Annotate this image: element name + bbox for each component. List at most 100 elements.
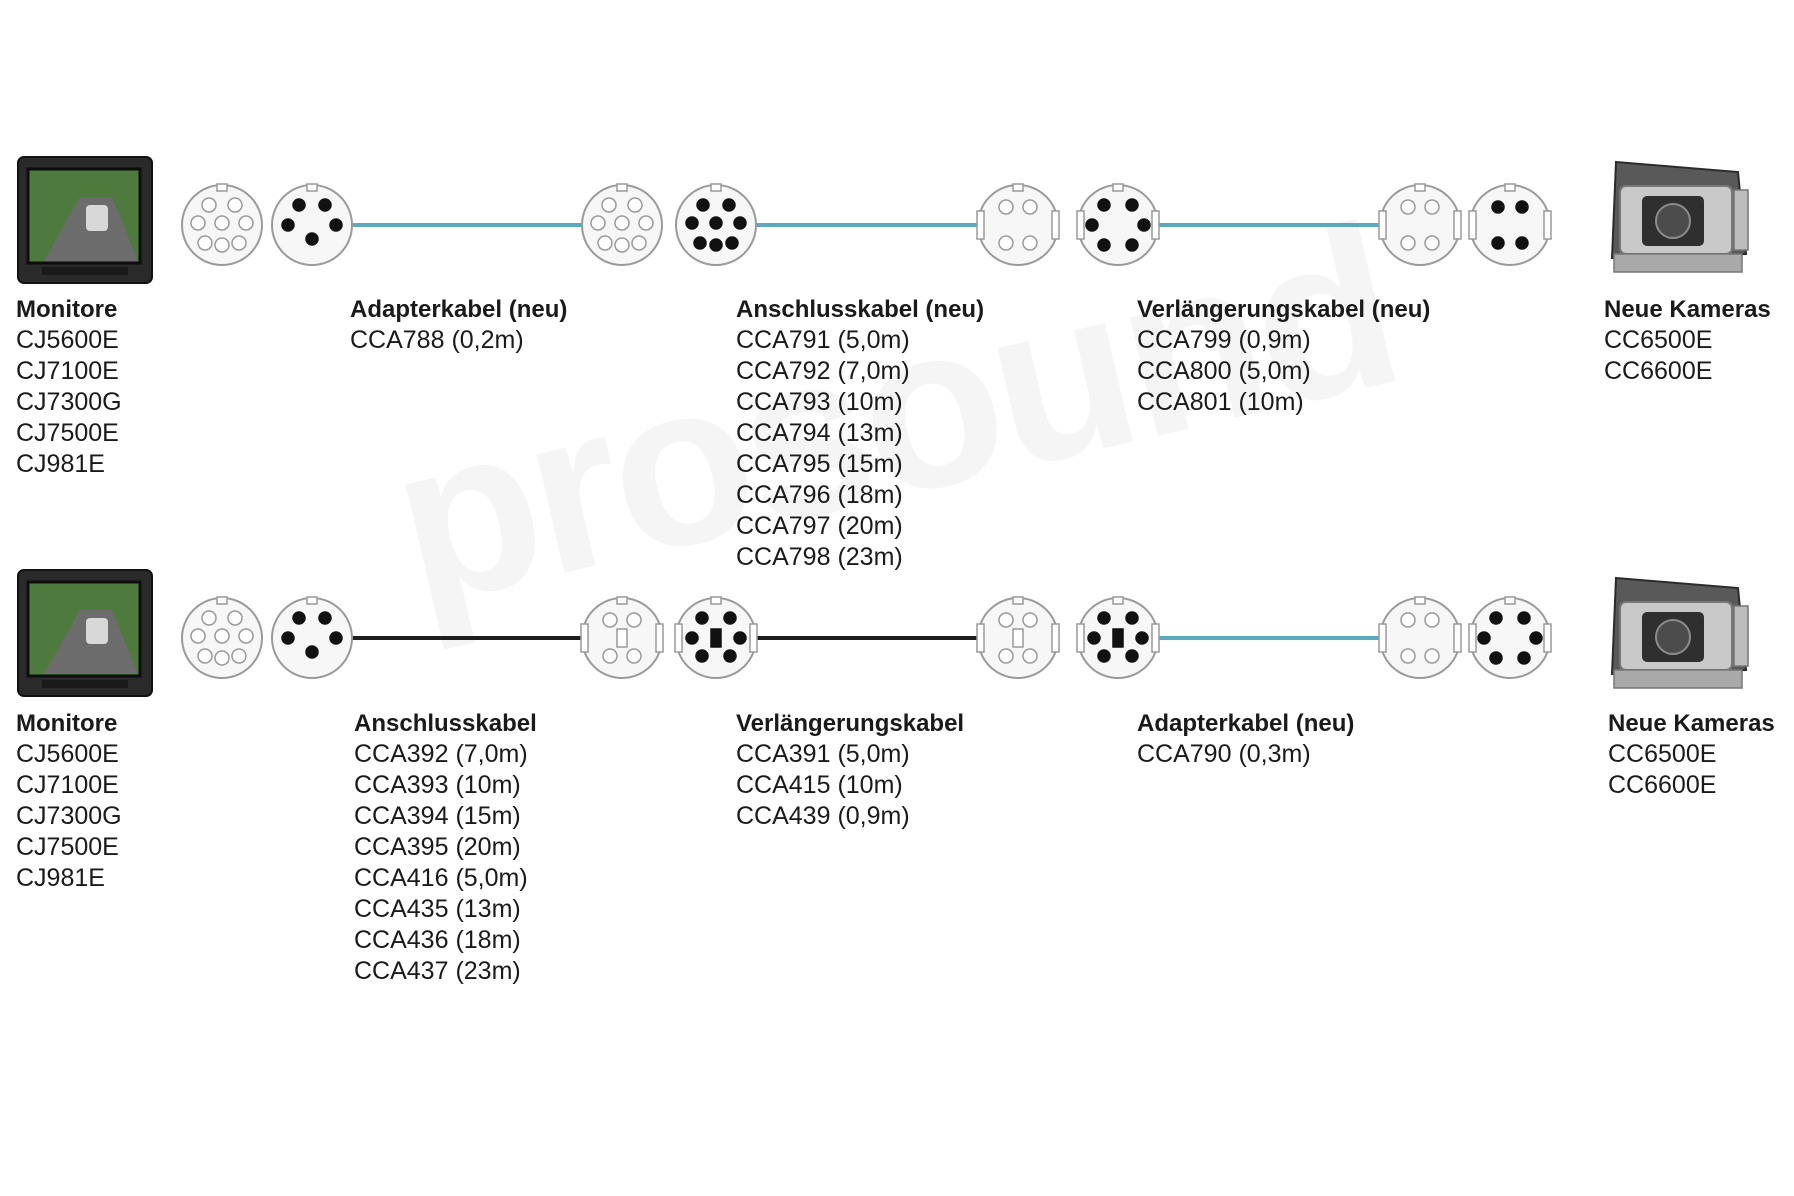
list-item: CCA797 (20m) — [736, 512, 903, 540]
pin-socket — [597, 235, 613, 251]
list-item: CCA415 (10m) — [736, 771, 903, 799]
pin-filled — [1491, 236, 1505, 250]
row2-cable2-list: CCA391 (5,0m)CCA415 (10m)CCA439 (0,9m) — [736, 739, 964, 832]
connector-key — [306, 596, 318, 605]
list-item: CCA791 (5,0m) — [736, 326, 910, 354]
list-item: CCA416 (5,0m) — [354, 864, 528, 892]
list-item: CJ5600E — [16, 740, 119, 768]
connector-key — [1414, 183, 1426, 192]
pin-filled — [281, 631, 295, 645]
pin-filled — [1097, 649, 1111, 663]
row1-cable1-list: CCA788 (0,2m) — [350, 325, 567, 356]
pin-socket — [214, 237, 230, 253]
row2-adapter-plug-b — [1378, 596, 1462, 679]
connector-key — [216, 596, 228, 605]
pin-socket — [227, 610, 243, 626]
pin-filled — [709, 216, 723, 230]
row1-cable2-title: Anschlusskabel (neu) — [736, 296, 985, 323]
monitor-base — [42, 267, 128, 275]
row1-monitor-image — [17, 156, 153, 284]
pin-filled — [1135, 631, 1149, 645]
pin-socket — [1400, 648, 1416, 664]
connector-side-notch — [1076, 623, 1085, 653]
connector-key — [306, 183, 318, 192]
list-item: CJ981E — [16, 450, 105, 478]
pin-filled — [305, 645, 319, 659]
pin-socket — [998, 612, 1014, 628]
connector-key — [710, 596, 722, 605]
list-item: CJ7100E — [16, 771, 119, 799]
pin-filled — [1125, 649, 1139, 663]
pin-filled — [1097, 611, 1111, 625]
list-item: CCA790 (0,3m) — [1137, 740, 1311, 768]
row1-connection-plug-a — [675, 183, 757, 266]
list-item: CCA439 (0,9m) — [736, 802, 910, 830]
list-item: CCA788 (0,2m) — [350, 326, 524, 354]
list-item: CJ7500E — [16, 833, 119, 861]
pin-socket — [626, 648, 642, 664]
pin-socket — [231, 235, 247, 251]
pin-socket — [1424, 235, 1440, 251]
pin-socket — [590, 215, 606, 231]
pin-filled — [1085, 218, 1099, 232]
connector-side-notch — [674, 623, 683, 653]
row2-monitor-image — [17, 569, 153, 697]
pin-socket — [1424, 199, 1440, 215]
pin-socket — [227, 197, 243, 213]
pin-filled — [1477, 631, 1491, 645]
connector-body — [1469, 184, 1551, 266]
connector-side-notch — [1051, 210, 1060, 240]
pin-socket — [201, 610, 217, 626]
pin-filled — [733, 631, 747, 645]
list-item: CCA795 (15m) — [736, 450, 903, 478]
camera-lens — [1655, 619, 1691, 655]
connector-side-notch — [1151, 623, 1160, 653]
row1-camera-image — [1610, 160, 1749, 273]
pin-filled — [1097, 198, 1111, 212]
monitor-base — [42, 680, 128, 688]
list-item: CCA800 (5,0m) — [1137, 357, 1311, 385]
camera-lens — [1655, 203, 1691, 239]
list-item: CCA792 (7,0m) — [736, 357, 910, 385]
pin-filled — [1517, 651, 1531, 665]
pin-socket — [998, 235, 1014, 251]
row2-cable1-title: Anschlusskabel — [354, 710, 537, 737]
row2-adapter-plug-a-center — [1112, 628, 1124, 648]
pin-socket — [1022, 235, 1038, 251]
connector-side-notch — [1151, 210, 1160, 240]
connector-side-notch — [1076, 210, 1085, 240]
connector-side-notch — [1453, 210, 1462, 240]
row1-connection-plug-b — [976, 183, 1060, 266]
pin-socket — [1022, 612, 1038, 628]
connector-key — [616, 596, 628, 605]
connector-key — [710, 183, 722, 192]
pin-socket — [214, 215, 230, 231]
row1-cable3-column: Verlängerungskabel (neu) CCA799 (0,9m)CC… — [1137, 294, 1430, 418]
pin-socket — [1022, 648, 1038, 664]
pin-filled — [1529, 631, 1543, 645]
row2-monitor-socket — [181, 596, 263, 679]
row1-extension-plug-a — [1076, 183, 1160, 266]
pin-filled — [695, 649, 709, 663]
pin-filled — [329, 631, 343, 645]
list-item: CCA796 (18m) — [736, 481, 903, 509]
list-item: CJ5600E — [16, 326, 119, 354]
pin-socket — [626, 612, 642, 628]
connector-key — [1112, 596, 1124, 605]
row2-cable2-column: Verlängerungskabel CCA391 (5,0m)CCA415 (… — [736, 708, 964, 832]
connector-side-notch — [655, 623, 664, 653]
connector-side-notch — [1453, 623, 1462, 653]
pin-socket — [638, 215, 654, 231]
row2-cable3-list: CCA790 (0,3m) — [1137, 739, 1354, 770]
pin-filled — [1491, 200, 1505, 214]
pin-filled — [725, 236, 739, 250]
list-item: CCA793 (10m) — [736, 388, 903, 416]
camera-mount — [1613, 669, 1743, 689]
pin-socket — [601, 197, 617, 213]
connector-key — [1012, 183, 1024, 192]
list-item: CCA801 (10m) — [1137, 388, 1304, 416]
pin-filled — [1489, 611, 1503, 625]
